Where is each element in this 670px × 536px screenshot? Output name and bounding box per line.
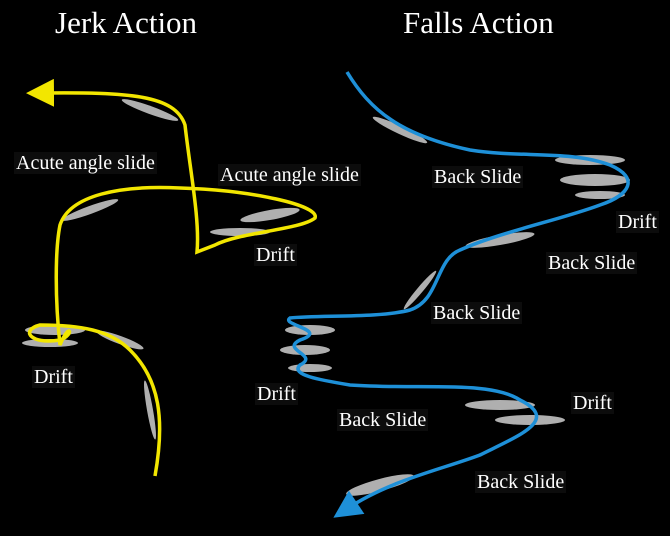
falls-label-drift-2: Drift: [255, 383, 298, 405]
jerk-action-title: Jerk Action: [55, 5, 198, 40]
falls-label-drift-1: Drift: [616, 211, 659, 233]
falls-label-drift-3: Drift: [571, 392, 614, 414]
falls-label-back-slide-3: Back Slide: [431, 302, 523, 324]
falls-label-back-slide-2: Back Slide: [546, 252, 638, 274]
jerk-label-drift-2: Drift: [32, 366, 75, 388]
falls-action-path: [286, 71, 630, 518]
jerk-label-acute-angle-slide-2: Acute angle slide: [218, 164, 361, 186]
falls-action-title: Falls Action: [403, 5, 554, 40]
falls-label-back-slide-5: Back Slide: [475, 471, 567, 493]
falls-label-back-slide-1: Back Slide: [432, 166, 524, 188]
jerk-label-acute-angle-slide-1: Acute angle slide: [14, 152, 157, 174]
falls-label-back-slide-4: Back Slide: [337, 409, 429, 431]
jerk-label-drift-1: Drift: [254, 244, 297, 266]
jerk-action-path: [26, 78, 317, 477]
